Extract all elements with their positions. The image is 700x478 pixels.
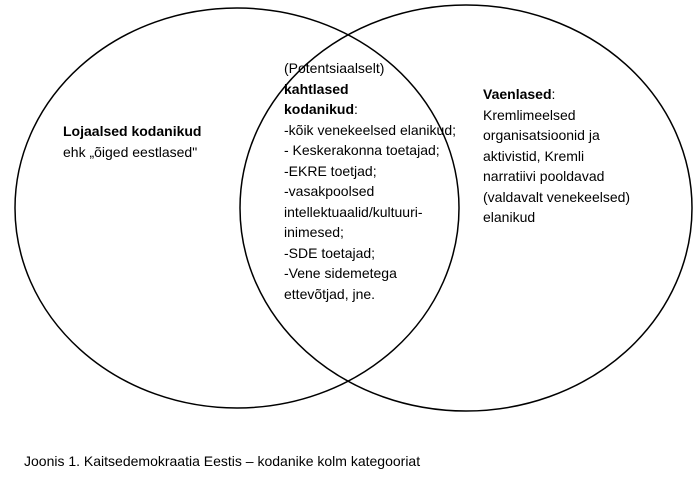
figure-caption: Joonis 1. Kaitsedemokraatia Eestis – kod… <box>24 453 421 469</box>
right-set-line: organisatsioonid ja <box>483 127 600 143</box>
intersection-title-suffix: : <box>354 101 358 117</box>
intersection-label: (Potentsiaalselt) kahtlased kodanikud: -… <box>284 58 456 304</box>
intersection-item: -kõik venekeelsed elanikud; <box>284 121 456 138</box>
right-set-line: (valdavalt venekeelsed) <box>483 188 631 205</box>
right-set-line: narratiivi pooldavad <box>483 168 605 184</box>
right-set-line: elanikud <box>483 209 536 225</box>
right-set-title: Vaenlased <box>483 86 552 102</box>
intersection-item: -EKRE toetjad; <box>284 162 377 179</box>
intersection-item: inimesed; <box>284 224 344 240</box>
intersection-item: -vasakpoolsed <box>284 183 375 199</box>
left-set-subtitle: ehk „õiged eestlased" <box>63 143 198 160</box>
right-set-label: Vaenlased: Kremlimeelsed organisatsiooni… <box>483 84 630 228</box>
intersection-item: -Vene sidemetega <box>284 265 397 281</box>
right-set-title-suffix: : <box>551 86 556 102</box>
intersection-prefix: (Potentsiaalselt) <box>284 60 385 76</box>
right-circle <box>239 4 693 412</box>
intersection-item: intellektuaalid/kultuuri- <box>284 203 423 220</box>
left-set-label: Lojaalsed kodanikud ehk „õiged eestlased… <box>63 121 201 162</box>
right-set-line: Kremlimeelsed <box>483 106 576 123</box>
right-set-line: aktivistid, Kremli <box>483 147 585 164</box>
left-set-title: Lojaalsed kodanikud <box>63 123 202 139</box>
intersection-title-line1: kahtlased <box>284 80 349 97</box>
intersection-item: ettevõtjad, jne. <box>284 285 376 302</box>
intersection-title-line2: kodanikud <box>284 101 355 117</box>
left-circle <box>14 7 460 409</box>
intersection-item: -SDE toetajad; <box>284 244 376 261</box>
intersection-item: - Keskerakonna toetajad; <box>284 142 440 158</box>
